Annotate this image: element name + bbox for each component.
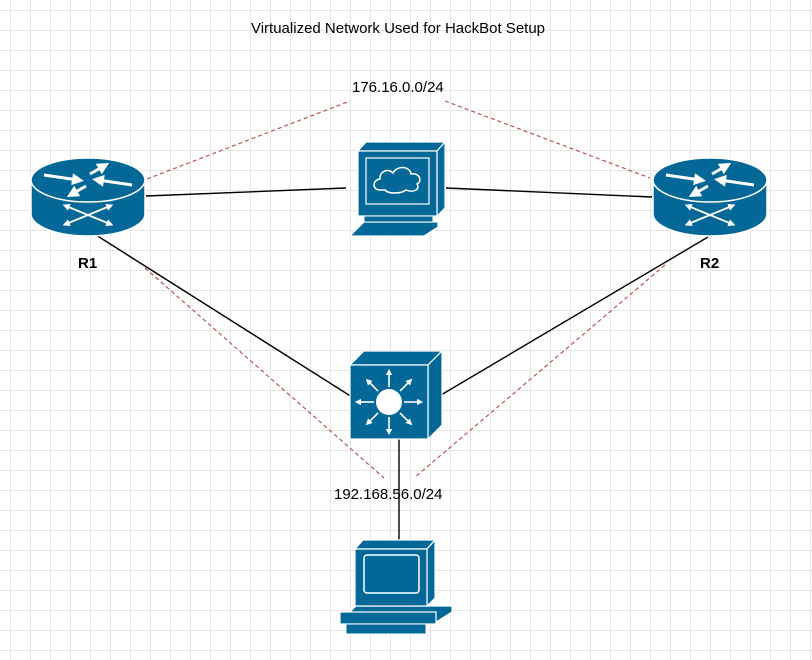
dashed-network-links (144, 100, 666, 479)
network-label-bottom: 192.168.56.0/24 (334, 486, 443, 503)
dashed-link-r1-top (146, 100, 351, 180)
router-label-r1: R1 (78, 255, 98, 272)
dashed-link-r2-top (444, 100, 651, 179)
workstation-icon (338, 538, 453, 635)
router-label-r2: R2 (700, 255, 720, 272)
layer3-switch-icon (348, 349, 444, 441)
link-r2-switch (440, 236, 709, 396)
link-r1-host (145, 187, 347, 197)
dashed-link-r1-bottom (144, 267, 385, 479)
link-host-r2 (445, 187, 653, 198)
router-r2[interactable] (652, 157, 768, 237)
solid-links (95, 187, 709, 540)
router-r1[interactable] (30, 157, 146, 237)
layer3-switch[interactable] (348, 349, 444, 441)
router-icon (652, 157, 768, 237)
dashed-link-r2-bottom (413, 264, 666, 479)
cloud-host[interactable] (348, 140, 447, 237)
router-icon (30, 157, 146, 237)
network-label-top: 176.16.0.0/24 (352, 79, 444, 96)
link-r1-switch (95, 234, 353, 398)
workstation-icon (348, 140, 447, 237)
client-pc[interactable] (338, 538, 453, 635)
cloud-icon (373, 166, 421, 194)
diagram-title: Virtualized Network Used for HackBot Set… (250, 20, 546, 37)
